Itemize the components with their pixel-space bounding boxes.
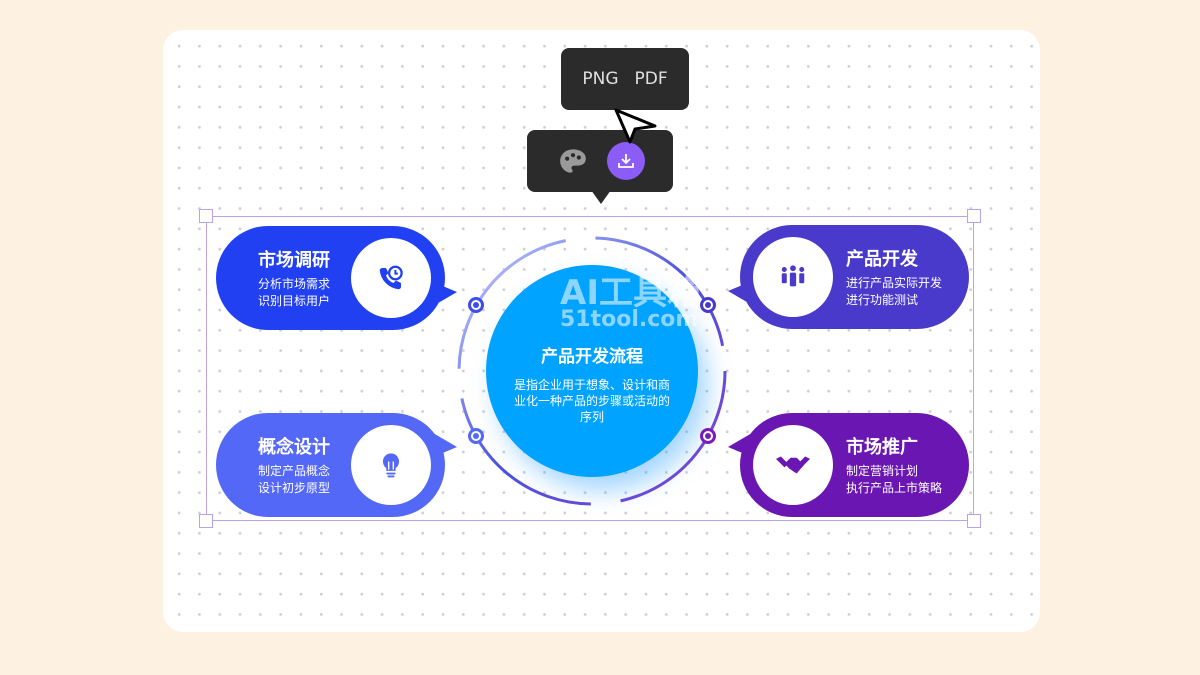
- step-desc: 制定产品概念设计初步原型: [258, 464, 331, 495]
- connector-dot[interactable]: [468, 297, 484, 313]
- resize-handle-br[interactable]: [967, 514, 981, 528]
- step-title: 产品开发: [846, 249, 918, 270]
- step-title: 概念设计: [258, 437, 330, 458]
- floating-toolbar: [527, 130, 673, 192]
- step-desc: 分析市场需求识别目标用户: [258, 277, 331, 308]
- step-desc: 制定营销计划执行产品上市策略: [846, 464, 943, 495]
- step-concept-design[interactable]: 概念设计 制定产品概念设计初步原型: [216, 413, 457, 517]
- download-button[interactable]: [607, 142, 645, 180]
- phone-clock-icon: [351, 238, 431, 318]
- team-icon: [753, 237, 833, 317]
- handshake-icon: [753, 425, 833, 505]
- palette-icon[interactable]: [559, 148, 587, 178]
- resize-handle-tl[interactable]: [199, 209, 213, 223]
- step-title: 市场调研: [258, 250, 330, 271]
- connector-dot[interactable]: [700, 297, 716, 313]
- step-market-research[interactable]: 市场调研 分析市场需求识别目标用户: [216, 226, 457, 330]
- step-desc: 进行产品实际开发进行功能测试: [846, 276, 943, 307]
- center-circle: 产品开发流程 是指企业用于想象、设计和商业化一种产品的步骤或活动的序列: [486, 265, 698, 477]
- step-product-development[interactable]: 产品开发 进行产品实际开发进行功能测试: [728, 225, 969, 329]
- connector-dot[interactable]: [468, 428, 484, 444]
- export-pdf-option[interactable]: PDF: [634, 69, 668, 89]
- toolbar-pointer: [591, 190, 611, 204]
- resize-handle-bl[interactable]: [199, 514, 213, 528]
- step-marketing[interactable]: 市场推广 制定营销计划执行产品上市策略: [728, 413, 969, 517]
- download-icon: [618, 154, 634, 168]
- export-menu: PNG PDF: [561, 48, 689, 110]
- cursor-icon: [614, 108, 657, 144]
- resize-handle-tr[interactable]: [967, 209, 981, 223]
- selection-box[interactable]: [206, 216, 974, 521]
- connector-dot[interactable]: [700, 428, 716, 444]
- center-ring: [457, 236, 727, 506]
- center-title: 产品开发流程: [541, 347, 643, 367]
- center-description: 是指企业用于想象、设计和商业化一种产品的步骤或活动的序列: [513, 378, 670, 424]
- export-png-option[interactable]: PNG: [582, 69, 619, 89]
- lightbulb-icon: [351, 425, 431, 505]
- step-title: 市场推广: [846, 437, 918, 458]
